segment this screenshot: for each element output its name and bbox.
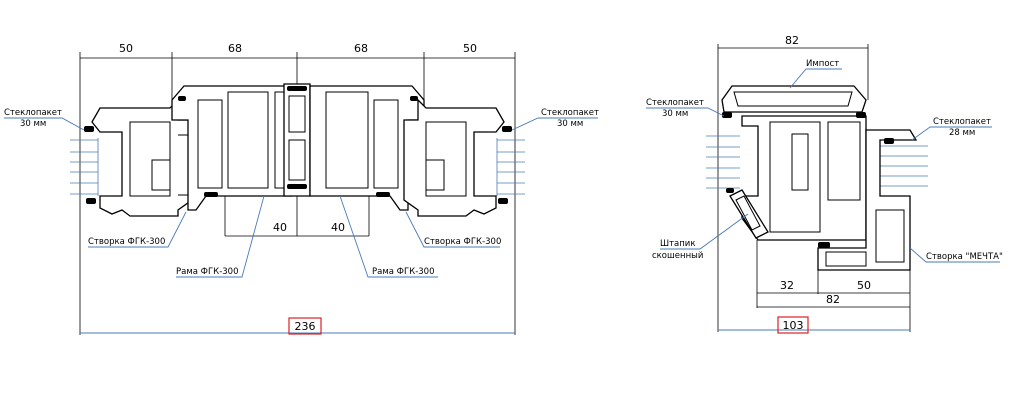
dim-50: 50: [857, 279, 871, 292]
label-glass-right-r: Стеклопакет: [933, 117, 991, 127]
left-bottom-dimension: 40 40: [225, 190, 369, 237]
dim-50-right: 50: [463, 42, 477, 55]
left-overall-dimension: 236: [80, 317, 515, 335]
right-overall-dimension: 103: [718, 316, 910, 334]
left-sash-profile-left: [91, 98, 193, 217]
left-mullion-center: [283, 83, 311, 197]
right-bead-profile: [729, 189, 769, 239]
label-frame-left: Рама ФГК-300: [176, 267, 238, 277]
right-top-dimension: 82: [718, 34, 868, 49]
label-bead-2: скошенный: [652, 251, 703, 261]
right-labels: Импост Стеклопакет 30 мм Стеклопакет 28 …: [646, 59, 1003, 263]
dim-50-left: 50: [119, 42, 133, 55]
right-gaskets: [722, 112, 894, 248]
label-glass-left: Стеклопакет: [4, 108, 62, 118]
label-sash-right: Створка ФГК-300: [424, 237, 501, 247]
left-glass-right: [496, 138, 525, 196]
left-frame-profile-left: [171, 85, 293, 211]
label-frame-right: Рама ФГК-300: [372, 267, 434, 277]
dim-40-left: 40: [273, 221, 287, 234]
left-extension-lines: [79, 52, 516, 335]
left-gaskets: [84, 86, 512, 204]
right-impost-profile: [721, 85, 867, 113]
label-glass-left-r-size: 30 мм: [662, 109, 688, 119]
label-glass-right: Стеклопакет: [541, 108, 599, 118]
right-glass-right: [880, 145, 928, 187]
dim-40-right: 40: [331, 221, 345, 234]
left-labels: Стеклопакет 30 мм Стеклопакет 30 мм Ство…: [4, 108, 599, 278]
left-sash-profile-right: [403, 98, 505, 217]
left-section: 50 68 68 50 40 40 236: [4, 42, 599, 335]
label-glass-left-r: Стеклопакет: [646, 98, 704, 108]
dim-68-right: 68: [354, 42, 368, 55]
label-impost: Импост: [806, 59, 839, 69]
dim-236: 236: [295, 320, 316, 333]
right-glass-left: [706, 135, 740, 189]
dim-68-left: 68: [228, 42, 242, 55]
dim-82-bottom: 82: [826, 293, 840, 306]
label-glass-right-size: 30 мм: [557, 119, 583, 129]
label-sash-mechta: Створка "МЕЧТА": [926, 252, 1003, 262]
right-section: 82 32 50 82 103: [646, 34, 1003, 334]
label-glass-left-size: 30 мм: [20, 119, 46, 129]
left-glass-left: [70, 138, 99, 196]
label-bead: Штапик: [660, 239, 695, 249]
right-bottom-dimension: 32 50 82: [757, 279, 910, 308]
dim-82-top: 82: [785, 34, 799, 47]
dim-32: 32: [780, 279, 794, 292]
left-top-dimension: 50 68 68 50: [80, 42, 515, 59]
label-sash-left: Створка ФГК-300: [88, 237, 165, 247]
label-glass-right-r-size: 28 мм: [949, 128, 975, 138]
dim-103: 103: [783, 319, 804, 332]
